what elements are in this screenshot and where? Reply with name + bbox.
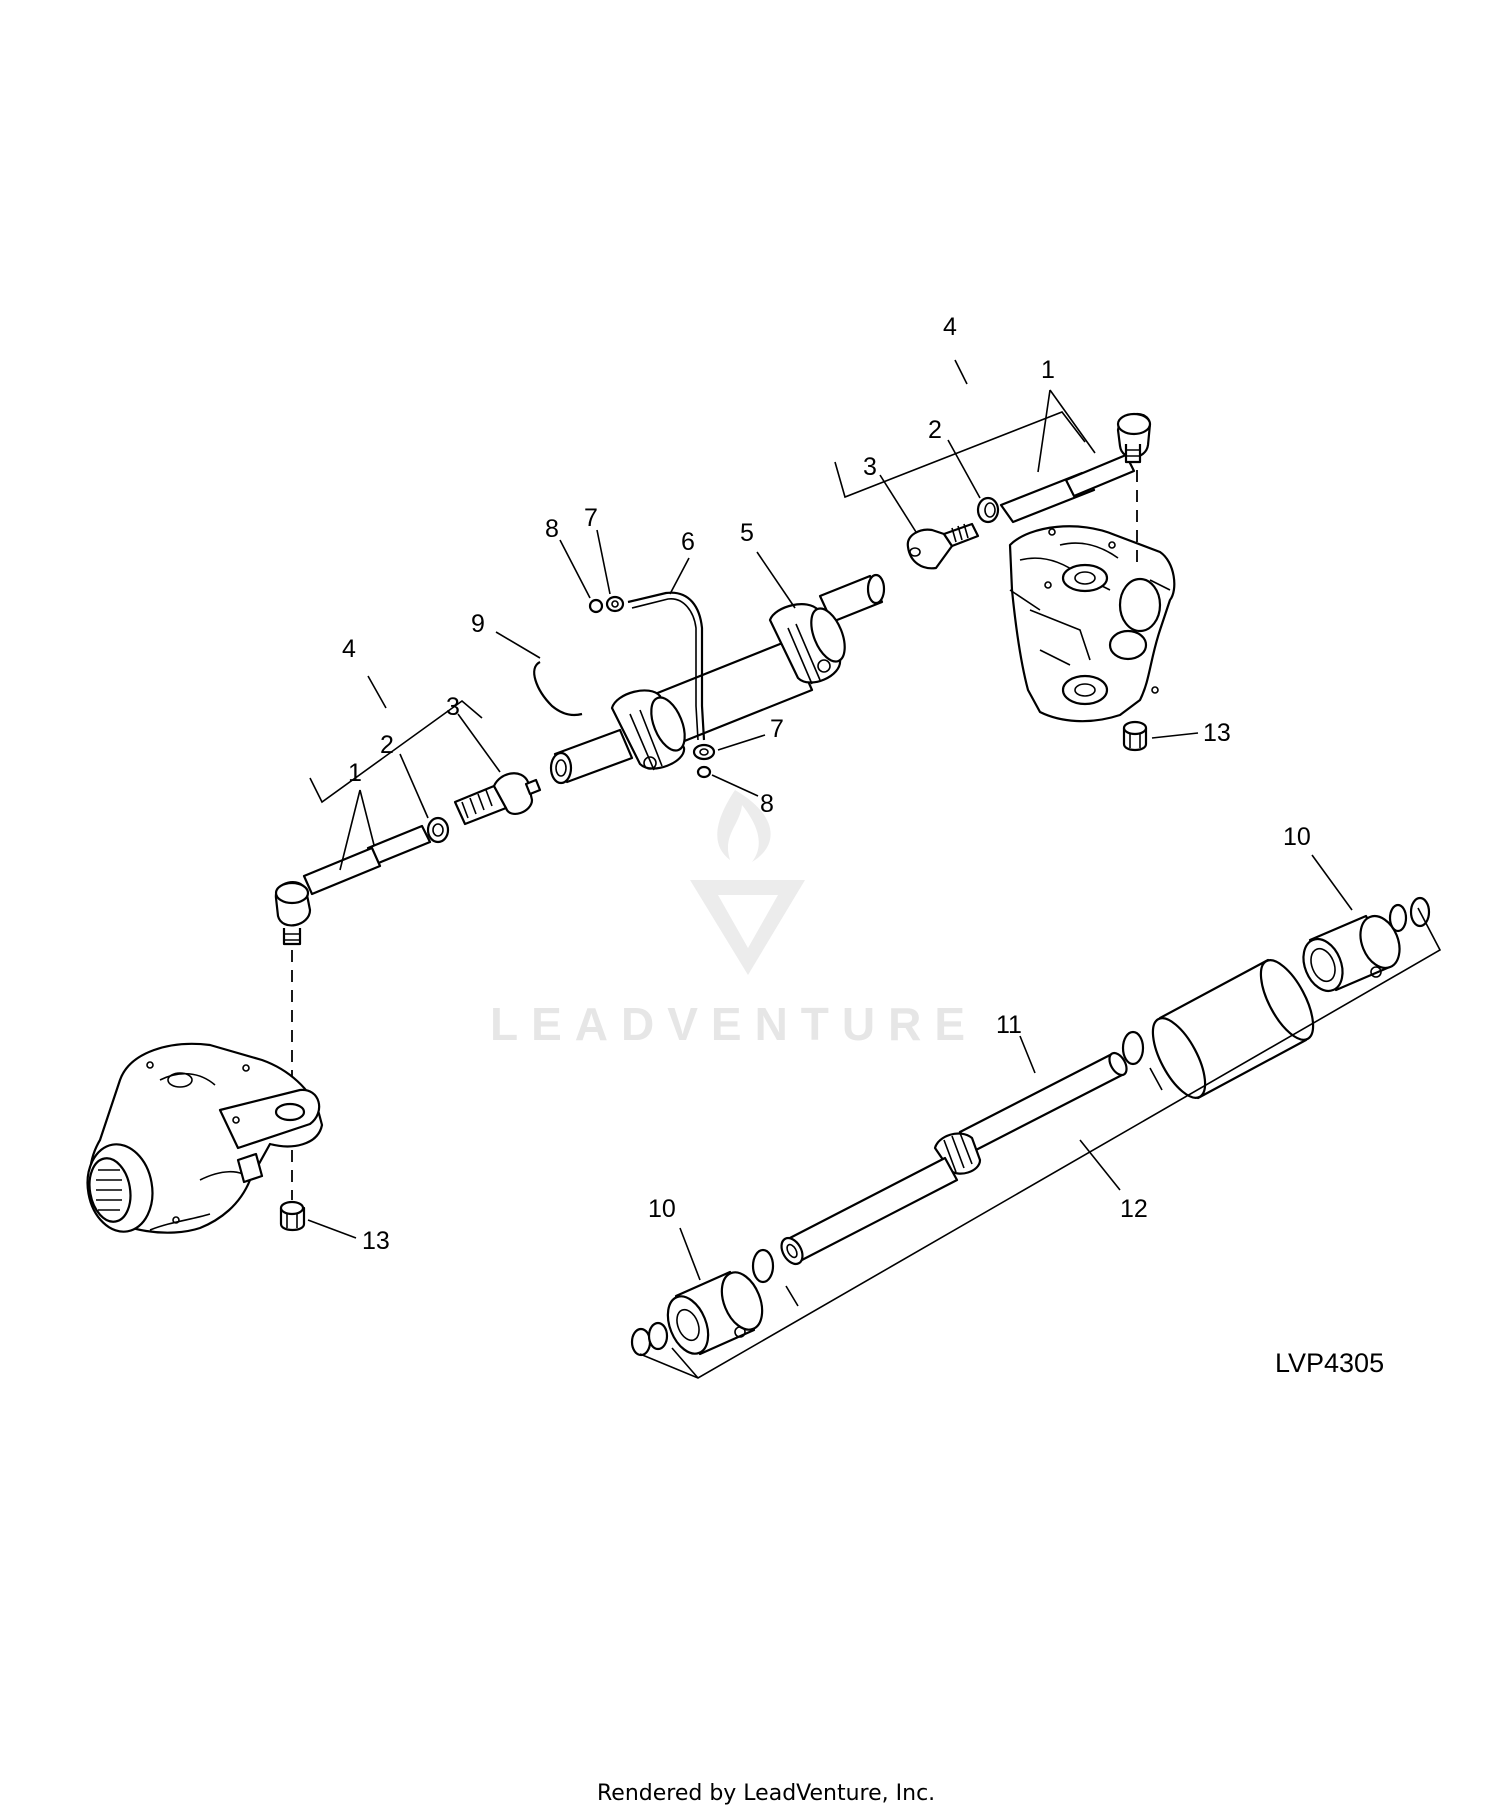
steering-cylinder — [549, 573, 886, 785]
inner-tie-rod-right — [906, 522, 980, 570]
steering-knuckle-left — [86, 1042, 324, 1234]
callout-11: 11 — [996, 1011, 1022, 1039]
washer-7-top — [605, 595, 625, 613]
callout-12: 12 — [1120, 1195, 1148, 1223]
steering-knuckle-right — [1008, 525, 1176, 723]
o-ring-piston — [1121, 1030, 1145, 1066]
footer-credit: Rendered by LeadVenture, Inc. — [597, 1781, 935, 1806]
callout-13-left: 13 — [362, 1227, 390, 1255]
gland-10-bottom — [666, 1270, 764, 1356]
callout-2-top: 2 — [928, 416, 942, 444]
bracket-12 — [639, 907, 1442, 1379]
bracket-4-top — [834, 411, 1086, 499]
figure-id: LVP4305 — [1275, 1348, 1384, 1378]
callout-3-left: 3 — [446, 693, 460, 721]
callout-1-top: 1 — [1041, 356, 1055, 384]
callout-7-bottom: 7 — [770, 715, 784, 743]
nut-8-bottom — [696, 765, 712, 779]
piston-rod — [780, 1051, 1128, 1266]
callout-3-top: 3 — [863, 453, 877, 481]
jam-nut-right — [976, 496, 1000, 524]
nut-13-left — [279, 1200, 306, 1232]
tie-rod-end-left — [274, 824, 432, 946]
callout-1-left: 1 — [348, 759, 362, 787]
leadventure-watermark: LEADVENTURE — [490, 790, 978, 1050]
snap-ring — [533, 661, 583, 717]
inner-tie-rod-left — [453, 772, 542, 826]
tie-rod-end-right — [999, 412, 1152, 524]
bracket-4-left — [309, 699, 483, 804]
o-ring-bottom-1 — [630, 1327, 652, 1357]
o-ring-bottom — [751, 1248, 775, 1284]
callout-7-top: 7 — [584, 504, 598, 532]
nut-8-top — [588, 598, 604, 614]
callout-8-top: 8 — [545, 515, 559, 543]
callout-4-top: 4 — [943, 313, 957, 341]
callout-13-right: 13 — [1203, 719, 1231, 747]
jam-nut-left — [426, 816, 450, 844]
watermark-text: LEADVENTURE — [490, 998, 978, 1050]
hydraulic-tube — [627, 591, 706, 741]
callout-10-bottom: 10 — [648, 1195, 676, 1223]
callout-8-bottom: 8 — [760, 790, 774, 818]
callout-10-top: 10 — [1283, 823, 1311, 851]
callout-2-left: 2 — [380, 731, 394, 759]
o-ring-top-1 — [1388, 903, 1408, 933]
o-ring-bottom-2 — [647, 1321, 669, 1351]
washer-7-bottom — [692, 743, 716, 761]
gland-10-top — [1302, 914, 1401, 993]
callout-5: 5 — [740, 519, 754, 547]
callout-9: 9 — [471, 610, 485, 638]
callout-6: 6 — [681, 528, 695, 556]
callout-4-left: 4 — [342, 635, 356, 663]
nut-13-right — [1122, 720, 1148, 752]
cylinder-barrel — [1151, 958, 1315, 1100]
